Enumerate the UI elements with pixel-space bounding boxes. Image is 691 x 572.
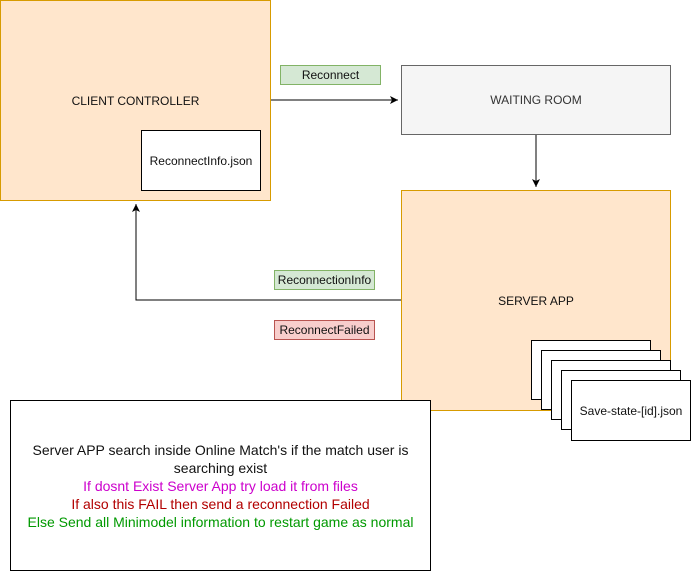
reconnect-failed-edge-label: ReconnectFailed — [274, 320, 375, 340]
waiting-room-node: WAITING ROOM — [401, 65, 671, 135]
client-controller-label: CLIENT CONTROLLER — [71, 93, 200, 108]
server-app-label: SERVER APP — [498, 293, 574, 308]
note-line-1: Server APP search inside Online Match's … — [32, 441, 409, 458]
note-line-2: searching exist — [173, 459, 268, 476]
edge-server-to-client — [132, 204, 401, 301]
reconnect-info-file-node: ReconnectInfo.json — [141, 130, 261, 191]
reconnect-edge-label: Reconnect — [280, 65, 381, 85]
note-line-5: Else Send all Minimodel information to r… — [27, 513, 414, 530]
reconnection-note: Server APP search inside Online Match's … — [10, 400, 431, 571]
reconnection-info-edge-label: ReconnectionInfo — [274, 270, 375, 290]
note-line-4: If also this FAIL then send a reconnecti… — [71, 495, 370, 512]
note-line-3: If dosnt Exist Server App try load it fr… — [83, 477, 358, 494]
